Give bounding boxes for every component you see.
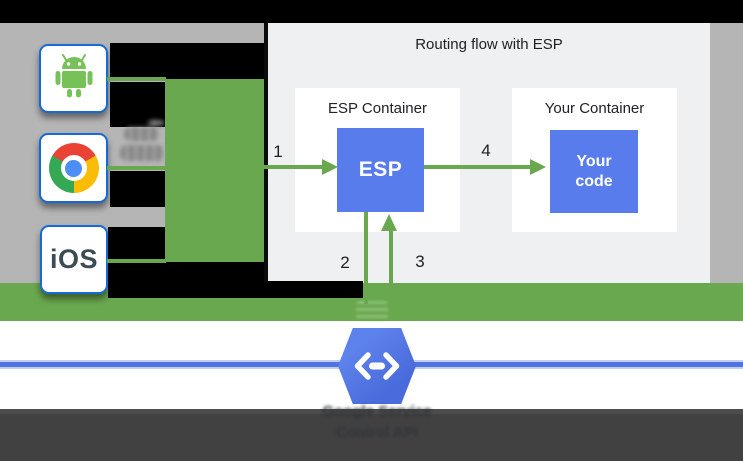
diagram-title: Routing flow with ESP [415, 36, 563, 53]
blurred-note-line [124, 127, 159, 141]
right-gray-strip [710, 23, 743, 283]
android-client-box [39, 44, 108, 113]
step-label-3: 3 [415, 252, 425, 271]
cloud-endpoints-hexagon-icon [338, 328, 416, 404]
android-icon [52, 53, 96, 104]
arrow-1-head [322, 159, 338, 175]
service-label-line1: Google Service [322, 403, 432, 420]
esp-box-label: ESP [358, 158, 403, 181]
arrow-4-line [424, 165, 532, 169]
blurred-note-line [120, 145, 164, 161]
blurred-note-dash [148, 120, 164, 126]
your-container-label: Your Container [544, 100, 645, 117]
green-vertical-band [165, 79, 265, 262]
ios-connector-line [107, 259, 166, 263]
band-artifact [356, 301, 388, 320]
redaction-block [165, 262, 265, 298]
redaction-block [110, 43, 265, 79]
ios-client-box: iOS [40, 225, 108, 294]
chrome-icon-center [65, 159, 82, 177]
esp-container-label: ESP Container [328, 100, 427, 117]
redaction-block [265, 281, 363, 298]
service-label-line2: Control API [336, 424, 418, 441]
step-label-2: 2 [340, 253, 350, 272]
chrome-icon [48, 143, 99, 193]
redaction-block [110, 82, 165, 127]
arrow-2-line [364, 212, 368, 304]
esp-box: ESP [337, 128, 424, 212]
your-code-box: Your code [550, 130, 638, 213]
redaction-block [110, 171, 165, 207]
your-code-label: Your code [575, 152, 613, 190]
arrow-4-head [530, 159, 546, 175]
step-label-4: 4 [481, 141, 491, 160]
footer-dark-bar [0, 409, 743, 461]
top-black-bar [0, 0, 743, 23]
ios-label: iOS [49, 244, 98, 274]
android-connector-line [107, 77, 166, 81]
code-brackets-glyph [354, 352, 400, 380]
chrome-client-box [39, 133, 108, 203]
step-label-1: 1 [273, 142, 283, 161]
arrow-3-line [389, 229, 393, 304]
panel-left-edge [264, 23, 268, 283]
arrow-3-head [381, 214, 397, 231]
chrome-connector-line [107, 166, 166, 170]
arrow-1-line [264, 165, 324, 169]
